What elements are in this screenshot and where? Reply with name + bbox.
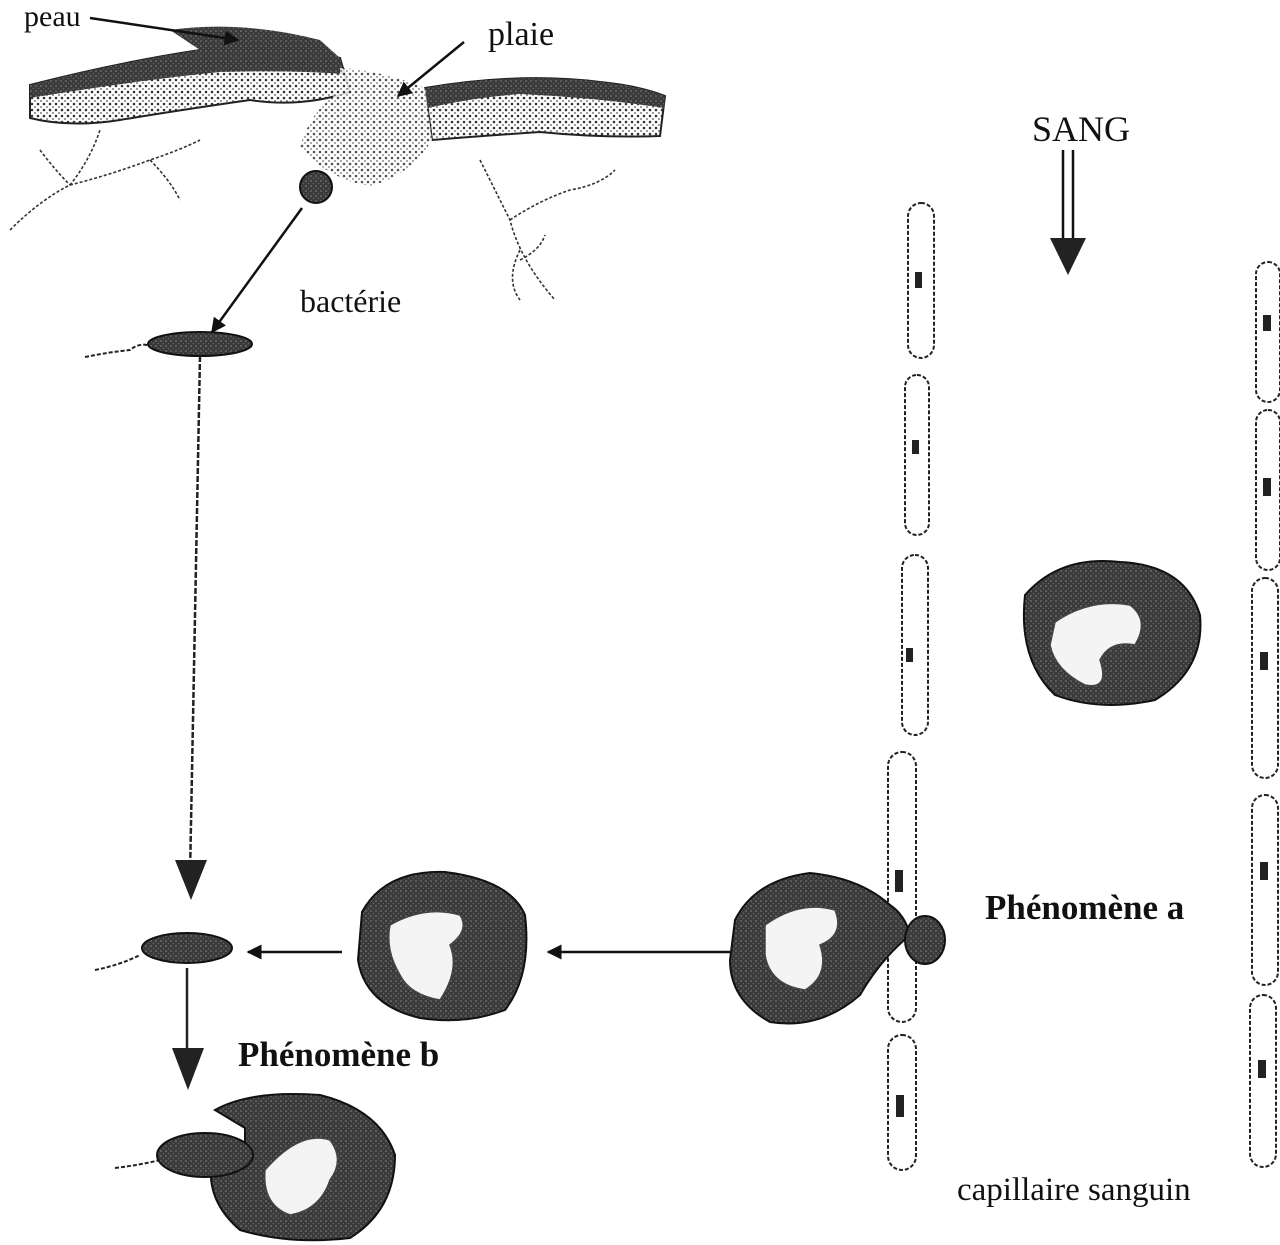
capillary-right-nuclei	[1258, 315, 1271, 1078]
blood-flow-arrow	[1050, 150, 1086, 275]
bacterium-arrow	[212, 208, 302, 332]
bacterium-target	[95, 933, 232, 970]
capillary-left-wall	[888, 203, 934, 1170]
long-down-arrowhead	[175, 860, 207, 900]
skin-left	[30, 27, 350, 124]
phagocyte-migrating	[358, 872, 526, 1020]
phagocytosis	[115, 1094, 395, 1240]
label-phenomene-a: Phénomène a	[985, 888, 1184, 928]
capillary-right-wall	[1250, 262, 1280, 1167]
bacterium-in-wound	[300, 171, 332, 203]
long-down-arrow	[190, 356, 200, 875]
label-peau: peau	[24, 0, 81, 34]
capillary-left-nuclei	[895, 272, 922, 1117]
label-plaie: plaie	[488, 16, 554, 54]
phagocyte-in-blood	[1024, 561, 1201, 705]
label-phenomene-b: Phénomène b	[238, 1035, 439, 1075]
short-down-arrowhead	[172, 1048, 204, 1090]
label-bacterie: bactérie	[300, 283, 401, 320]
label-sang: SANG	[1032, 108, 1130, 150]
label-capillaire: capillaire sanguin	[957, 1172, 1191, 1209]
skin-right	[425, 78, 665, 140]
phagocyte-diapedesis	[730, 873, 945, 1023]
bacillus	[85, 332, 252, 357]
